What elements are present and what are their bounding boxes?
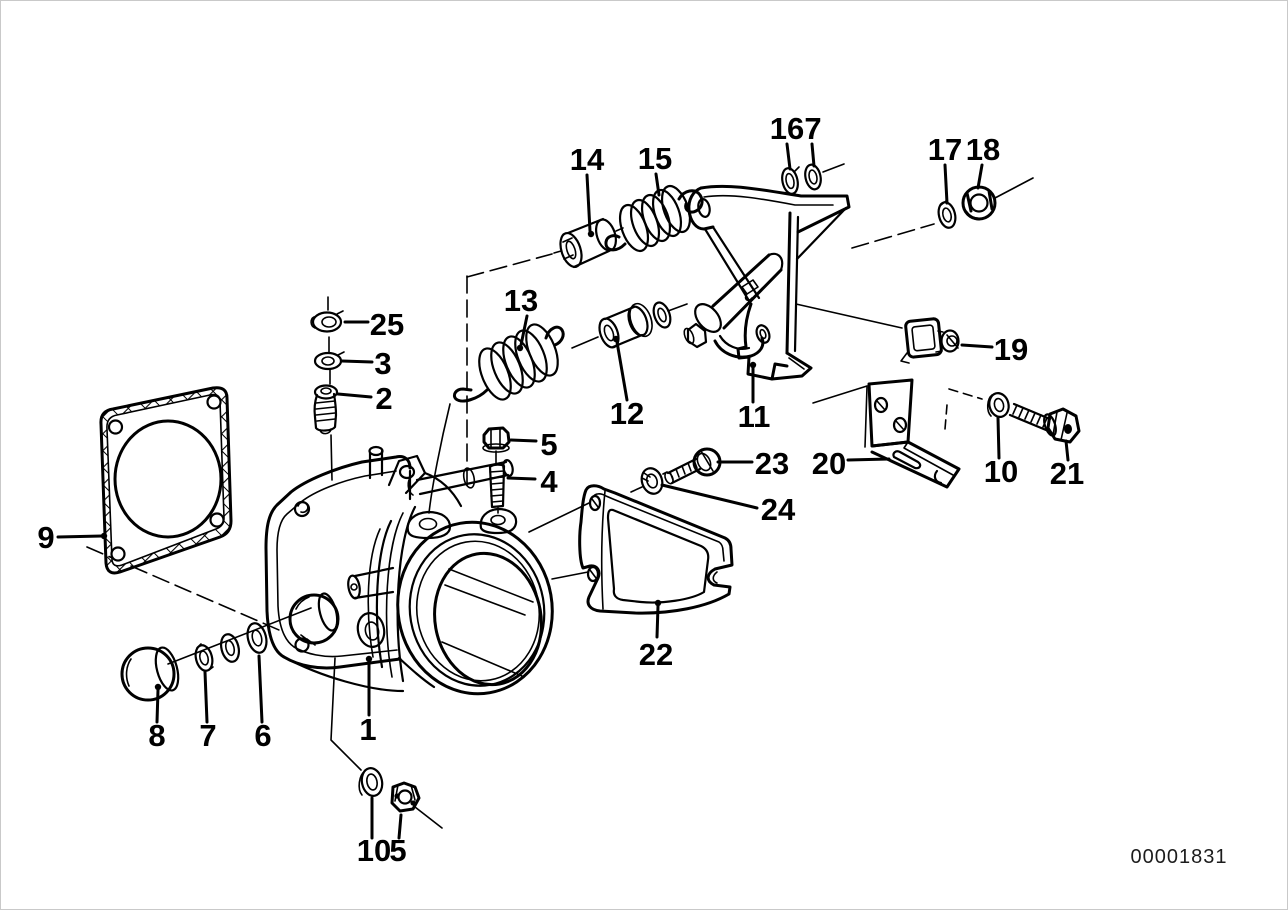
callout-19: 19: [994, 332, 1028, 367]
callout-15: 15: [638, 141, 672, 176]
leader-dot-22: [654, 599, 662, 607]
callout-23: 23: [755, 446, 789, 481]
part-7-lock-washer-bottom: [194, 643, 214, 672]
leader-7-top: [810, 142, 816, 168]
leader-dot-11: [749, 361, 757, 369]
leader-7-bottom: [203, 670, 209, 724]
part-10-washer-right: [986, 392, 1010, 418]
part-3-washer: [313, 351, 345, 371]
part-washer-middle: [219, 633, 241, 663]
part-24-lock-washer: [630, 467, 668, 495]
callout-10-bottom: 10: [357, 833, 391, 868]
leader-17: [943, 163, 949, 205]
callout-1: 1: [359, 712, 376, 747]
callout-10-right: 10: [984, 454, 1018, 489]
part-19-clamp: [900, 317, 960, 364]
leader-dot-13: [516, 344, 524, 352]
part-15-spring: [604, 184, 704, 253]
leader-3: [340, 359, 374, 364]
leader-dot-12: [612, 335, 620, 343]
part-7-washer-top: [804, 163, 822, 191]
leader-2: [336, 392, 373, 399]
part-13-spring: [452, 323, 565, 403]
leader-18: [976, 163, 984, 190]
leader-5-bottom: [397, 813, 403, 840]
callout-24: 24: [761, 492, 796, 527]
callout-5-mid: 5: [540, 427, 557, 462]
callout-12: 12: [610, 396, 644, 431]
leader-9: [56, 534, 104, 539]
leader-22: [655, 604, 660, 639]
callout-20: 20: [812, 446, 846, 481]
callout-22: 22: [639, 637, 673, 672]
part-12-bushing: [598, 301, 672, 349]
part-22-bracket: [578, 484, 734, 615]
leader-dot-1: [365, 655, 373, 663]
callout-17: 17: [928, 132, 962, 167]
callout-5-bottom: 5: [389, 833, 406, 868]
callout-21: 21: [1050, 456, 1084, 491]
callout-18: 18: [966, 132, 1000, 167]
part-8-cap: [120, 646, 180, 702]
part-2-screw: [313, 384, 339, 435]
callout-13: 13: [504, 283, 538, 318]
callout-16: 16: [770, 111, 804, 146]
leader-4: [506, 476, 537, 481]
construction-lines: [86, 163, 1034, 829]
callout-6: 6: [254, 718, 271, 753]
leader-dot-8: [154, 683, 162, 691]
callout-14: 14: [570, 142, 605, 177]
part-23-screw: [664, 447, 722, 485]
part-17-lock-washer: [937, 200, 957, 229]
part-20-bracket: [864, 378, 961, 489]
leader-5-mid: [509, 438, 538, 443]
part-10-washer-bottom: [358, 767, 384, 797]
part-14-sleeve: [559, 217, 617, 269]
callout-4: 4: [540, 464, 558, 499]
leader-13: [519, 314, 529, 347]
image-number: 00001831: [1131, 846, 1228, 868]
part-25-clip: [310, 310, 344, 333]
callout-25: 25: [370, 307, 404, 342]
part-11-bracket: [683, 184, 851, 381]
leader-16: [785, 142, 792, 171]
callout-3: 3: [374, 346, 391, 381]
part-1-throttle-body: [264, 445, 554, 696]
part-16-lock-washer: [781, 166, 800, 195]
leader-19: [960, 343, 994, 349]
callout-7-top: 7: [804, 111, 821, 146]
callout-8: 8: [148, 718, 165, 753]
leader-24: [660, 483, 759, 510]
part-6-washer: [246, 622, 268, 654]
part-9-gasket: [99, 386, 233, 575]
leader-21: [1064, 439, 1070, 462]
part-5-nut-middle: [482, 426, 511, 453]
leader-15: [654, 172, 661, 197]
callout-9: 9: [37, 520, 54, 555]
leader-dot-14: [587, 230, 595, 238]
leader-8: [155, 688, 160, 724]
leader-20: [846, 457, 891, 462]
part-18-nut: [961, 185, 997, 221]
leader-dot-9: [100, 532, 108, 540]
callout-7-bottom: 7: [199, 718, 216, 753]
leader-12: [615, 340, 629, 402]
part-21-bolt: [1008, 402, 1081, 444]
part-4-screw: [488, 463, 506, 509]
part-5-nut-bottom: [390, 781, 421, 813]
callout-11: 11: [738, 399, 771, 434]
leader-14: [585, 173, 592, 233]
leader-6: [257, 654, 264, 724]
callout-2: 2: [375, 381, 392, 416]
leader-10-right: [996, 416, 1001, 460]
